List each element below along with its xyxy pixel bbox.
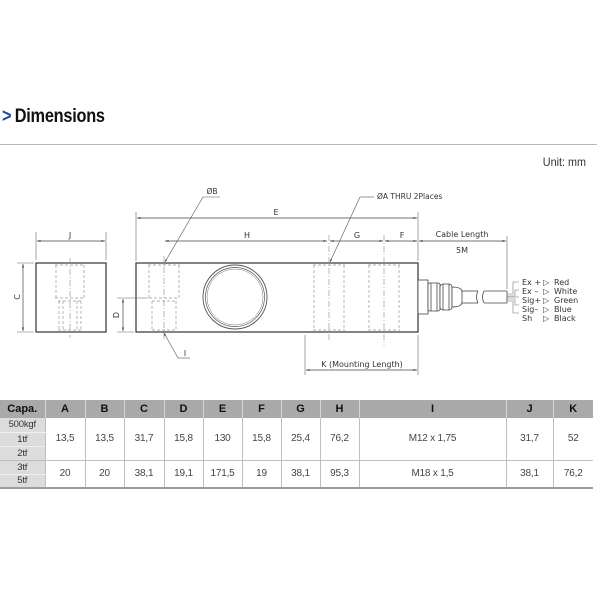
dim-label-phi-b: ØB (206, 187, 217, 196)
dim-label-j: J (68, 231, 71, 240)
value-cell-h: 76,2 (319, 418, 359, 461)
value-cell-c: 31,7 (123, 418, 164, 461)
capacity-cell: 2tf (0, 446, 45, 461)
col-header: K (552, 400, 593, 418)
table-row: 3tf 20 20 38,1 19,1 171,5 19 38,1 95,3 M… (0, 460, 593, 489)
value-cell-k: 52 (552, 418, 593, 461)
capacity-cell: 3tf (0, 460, 45, 475)
value-cell-g: 38,1 (280, 460, 320, 489)
value-cell-a: 20 (44, 460, 85, 489)
value-cell-i: M18 x 1,5 (358, 460, 506, 489)
col-header: B (84, 400, 124, 418)
value-cell-b: 20 (84, 460, 124, 489)
col-header: F (241, 400, 281, 418)
dim-label-c: C (13, 294, 22, 300)
cable-assembly (417, 279, 508, 315)
value-cell-j: 31,7 (505, 418, 553, 461)
col-header: Capa. (0, 400, 45, 418)
wire-color: Black (554, 314, 576, 323)
value-cell-d: 19,1 (163, 460, 203, 489)
dimensions-table: Capa. A B C D E F G H I J K 500kgf 13,5 … (0, 400, 593, 489)
value-cell-k: 76,2 (552, 460, 593, 489)
wire-signal: Ex – (522, 287, 538, 296)
capacity-cell: 500kgf (0, 418, 45, 433)
value-cell-j: 38,1 (505, 460, 553, 489)
value-cell-b: 13,5 (84, 418, 124, 461)
wire-arrow-icon: ▷ (543, 287, 550, 296)
dim-label-e: E (273, 208, 278, 217)
capacity-cell: 1tf (0, 432, 45, 447)
wire-arrow-icon: ▷ (543, 305, 550, 314)
unit-label: Unit: mm (542, 155, 586, 169)
wire-arrow-icon: ▷ (543, 314, 550, 323)
value-cell-c: 38,1 (123, 460, 164, 489)
section-title: >Dimensions (2, 106, 105, 128)
value-cell-a: 13,5 (44, 418, 85, 461)
col-header: G (280, 400, 320, 418)
cable-length-label: Cable Length (436, 230, 489, 239)
wire-fan (507, 281, 519, 314)
col-header: C (123, 400, 164, 418)
col-header: D (163, 400, 203, 418)
wire-signal: Sig– (522, 305, 538, 314)
dim-label-i: I (184, 349, 186, 358)
value-cell-h: 95,3 (319, 460, 359, 489)
value-cell-f: 15,8 (241, 418, 281, 461)
col-header: H (319, 400, 359, 418)
table-row: 5tf (0, 474, 593, 489)
value-cell-d: 15,8 (163, 418, 203, 461)
dim-label-d: D (112, 312, 121, 318)
col-header: E (202, 400, 242, 418)
wire-signal: Sig+ (522, 296, 541, 305)
chevron-right-icon: > (2, 106, 12, 127)
table-row: 500kgf 13,5 13,5 31,7 15,8 130 15,8 25,4… (0, 418, 593, 461)
dim-label-phi-a: ØA THRU 2Places (377, 192, 442, 201)
table-row: 2tf (0, 446, 593, 461)
dim-label-g: G (354, 231, 360, 240)
table-header-row: Capa. A B C D E F G H I J K (0, 400, 593, 418)
wire-color: Red (554, 278, 569, 287)
cable-length-value: 5M (456, 246, 468, 255)
wire-arrow-icon: ▷ (543, 278, 550, 287)
value-cell-f: 19 (241, 460, 281, 489)
section-title-text: Dimensions (14, 106, 105, 127)
col-header: A (44, 400, 85, 418)
dim-label-k: K (Mounting Length) (321, 360, 403, 369)
col-header: J (505, 400, 553, 418)
value-cell-g: 25,4 (280, 418, 320, 461)
wire-color: Blue (554, 305, 572, 314)
dim-label-h: H (244, 231, 250, 240)
wire-signal: Sh (522, 314, 532, 323)
wire-color: White (554, 287, 577, 296)
title-divider (0, 144, 597, 145)
end-view: J C (13, 231, 107, 338)
wire-arrow-icon: ▷ (543, 296, 550, 305)
value-cell-i: M12 x 1,75 (358, 418, 506, 461)
wire-color: Green (554, 296, 578, 305)
wire-signal: Ex + (522, 278, 541, 287)
value-cell-e: 171,5 (202, 460, 242, 489)
table-row: 1tf (0, 432, 593, 447)
capacity-cell: 5tf (0, 474, 45, 489)
front-view: D E H G F ØB ØA THRU 2Places I K (Mounti… (112, 187, 442, 375)
value-cell-e: 130 (202, 418, 242, 461)
wiring-legend: Ex + ▷ Red Ex – ▷ White Sig+ ▷ Green Sig… (522, 278, 578, 323)
col-header: I (358, 400, 506, 418)
dimension-drawing: J C (13, 187, 578, 375)
dim-label-f: F (400, 231, 405, 240)
